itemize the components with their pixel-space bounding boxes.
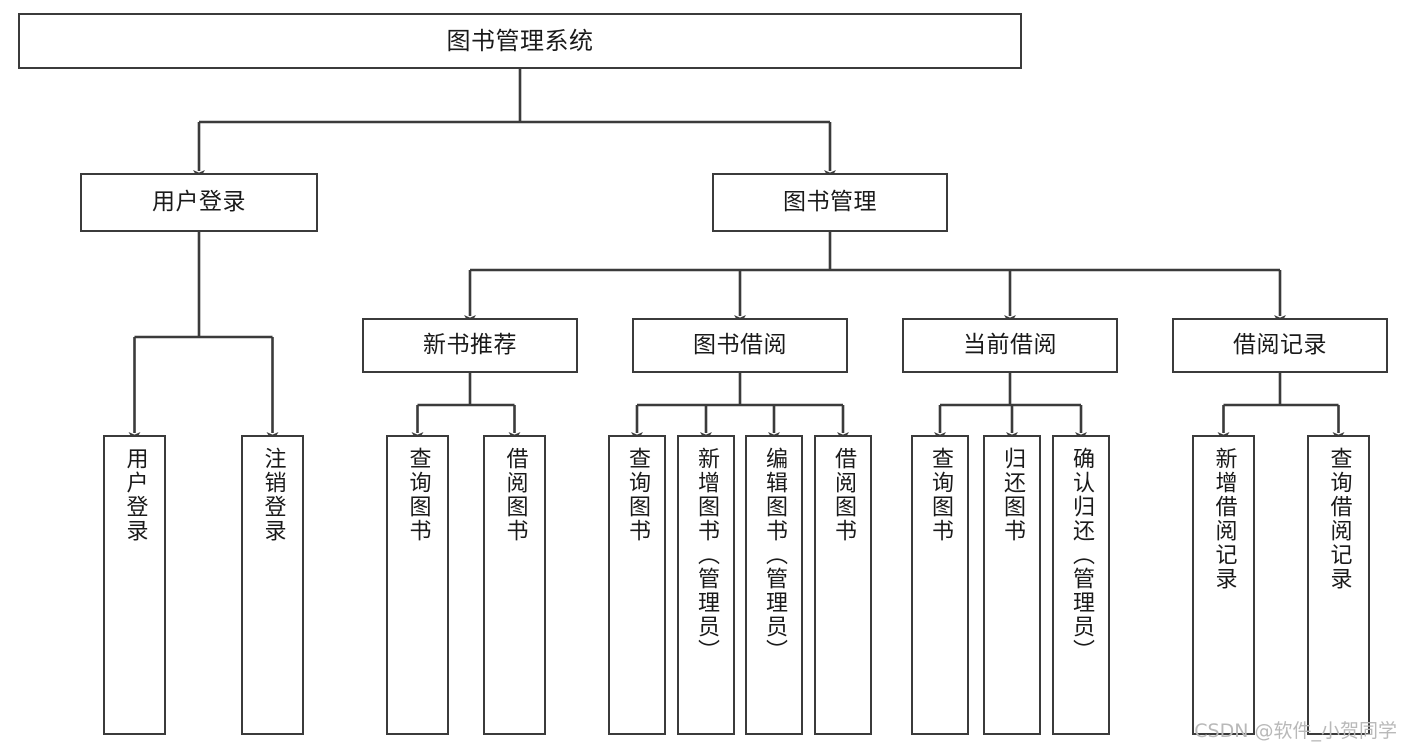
node-label: 图书借阅 [693,331,787,358]
node-label: 归还图书 [999,447,1025,543]
node-user-login[interactable]: 用户登录 [80,173,318,232]
node-leaf-add-book[interactable]: 新增图书（管理员） [677,435,735,735]
edge-paths [128,69,1345,442]
node-leaf-return[interactable]: 归还图书 [983,435,1041,735]
node-leaf-user-login[interactable]: 用户登录 [103,435,166,735]
node-new-book-rec[interactable]: 新书推荐 [362,318,578,373]
node-book-borrow[interactable]: 图书借阅 [632,318,848,373]
node-leaf-borrow-1[interactable]: 借阅图书 [483,435,546,735]
node-leaf-borrow-2[interactable]: 借阅图书 [814,435,872,735]
node-leaf-query-3[interactable]: 查询图书 [911,435,969,735]
node-leaf-confirm[interactable]: 确认归还（管理员） [1052,435,1110,735]
node-label: 新增借阅记录 [1211,447,1237,591]
node-label: 查询图书 [927,447,953,543]
node-label: 查询借阅记录 [1326,447,1352,591]
node-book-manage[interactable]: 图书管理 [712,173,948,232]
node-label: 用户登录 [152,188,246,215]
node-label: 查询图书 [405,447,431,543]
node-borrow-record[interactable]: 借阅记录 [1172,318,1388,373]
node-label: 借阅图书 [830,447,856,543]
node-label: 新书推荐 [423,331,517,358]
node-label: 注销登录 [260,447,286,543]
node-label: 借阅记录 [1233,331,1327,358]
node-label: 图书管理系统 [446,26,594,55]
node-label: 编辑图书（管理员） [761,447,787,663]
node-leaf-qry-record[interactable]: 查询借阅记录 [1307,435,1370,735]
node-label: 当前借阅 [963,331,1057,358]
node-label: 确认归还（管理员） [1068,447,1094,663]
node-label: 图书管理 [783,188,877,215]
node-leaf-edit-book[interactable]: 编辑图书（管理员） [745,435,803,735]
watermark-label: CSDN @软件_小贺同学 [1194,720,1397,742]
node-leaf-logout[interactable]: 注销登录 [241,435,304,735]
node-leaf-query-1[interactable]: 查询图书 [386,435,449,735]
node-current-borrow[interactable]: 当前借阅 [902,318,1118,373]
node-root[interactable]: 图书管理系统 [18,13,1022,69]
node-leaf-add-record[interactable]: 新增借阅记录 [1192,435,1255,735]
node-label: 新增图书（管理员） [693,447,719,663]
node-label: 借阅图书 [502,447,528,543]
node-leaf-query-2[interactable]: 查询图书 [608,435,666,735]
node-label: 查询图书 [624,447,650,543]
node-label: 用户登录 [122,447,148,543]
